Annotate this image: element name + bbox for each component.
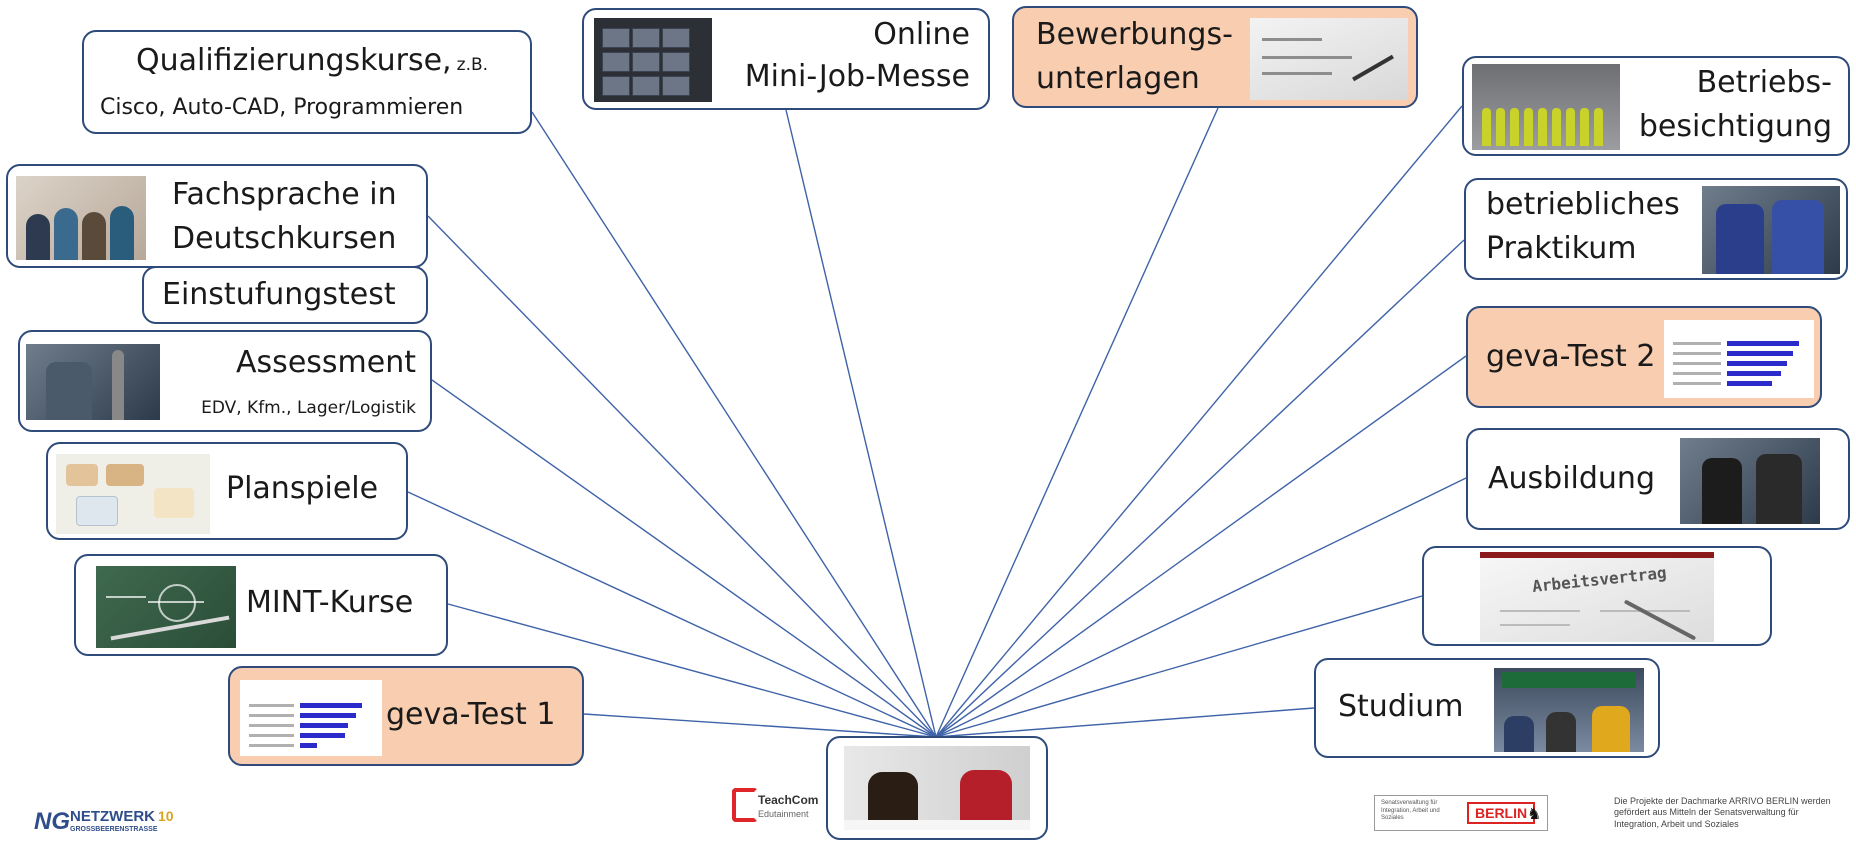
betriebsbesichtigung-line2: besichtigung bbox=[1638, 109, 1832, 144]
line-to-fachsprache bbox=[427, 215, 937, 738]
line-to-ausbildung bbox=[935, 477, 1467, 738]
bewerbungsunterlagen-line2: unterlagen bbox=[1036, 61, 1200, 96]
assessment-subtitle: EDV, Kfm., Lager/Logistik bbox=[201, 398, 416, 418]
senat-berlin-logo: Senatsverwaltung für Integration, Arbeit… bbox=[1374, 795, 1548, 831]
box-online-messe: Online Mini-Job-Messe bbox=[582, 8, 990, 110]
qualifizierungskurse-subtitle: Cisco, Auto-CAD, Programmieren bbox=[100, 95, 464, 120]
box-ausbildung: Ausbildung bbox=[1466, 428, 1850, 530]
box-geva-test-2: geva-Test 2 bbox=[1466, 306, 1822, 408]
praktikum-line2: Praktikum bbox=[1486, 231, 1637, 266]
line-to-geva-test-1 bbox=[583, 713, 937, 738]
box-mint: MINT-Kurse bbox=[74, 554, 448, 656]
group-visit-image bbox=[1472, 64, 1620, 150]
box-betriebsbesichtigung: Betriebs- besichtigung bbox=[1462, 56, 1850, 156]
qualifizierungskurse-title: Qualifizierungskurse, bbox=[136, 43, 452, 78]
teachcom-logo-sub: Edutainment bbox=[758, 809, 809, 819]
netzwerk-logo-sub: GROSSBEERENSTRASSE bbox=[70, 826, 158, 833]
teachcom-logo: TeachCom Edutainment bbox=[732, 788, 818, 830]
counselling-meeting-image bbox=[844, 746, 1030, 830]
line-to-qualifizierungskurse bbox=[531, 111, 937, 738]
line-to-studium bbox=[935, 707, 1315, 738]
betriebsbesichtigung-line1: Betriebs- bbox=[1696, 65, 1832, 100]
einstufungstest-label: Einstufungstest bbox=[162, 277, 396, 312]
mint-label: MINT-Kurse bbox=[246, 585, 414, 620]
senat-logo-city: BERLIN bbox=[1467, 802, 1536, 824]
online-messe-line2: Mini-Job-Messe bbox=[744, 59, 970, 94]
box-assessment: Assessment EDV, Kfm., Lager/Logistik bbox=[18, 330, 432, 432]
chalkboard-image bbox=[96, 566, 236, 648]
geva-chart-image bbox=[240, 680, 382, 756]
line-to-arbeitsvertrag bbox=[935, 595, 1423, 738]
board-game-image bbox=[56, 454, 210, 534]
netzwerk-logo-name: NETZWERK bbox=[70, 808, 155, 825]
geva-test-1-label: geva-Test 1 bbox=[386, 697, 556, 732]
ausbildung-label: Ausbildung bbox=[1488, 461, 1655, 496]
netzwerk-logo-years: 10 bbox=[158, 808, 174, 824]
geva-chart-image bbox=[1664, 320, 1814, 398]
teachcom-logo-title: TeachCom bbox=[758, 793, 819, 807]
box-planspiele: Planspiele bbox=[46, 442, 408, 540]
box-qualifizierungskurse: Qualifizierungskurse, z.B. Cisco, Auto-C… bbox=[82, 30, 532, 134]
praktikum-line1: betriebliches bbox=[1486, 187, 1680, 222]
funding-note: Die Projekte der Dachmarke ARRIVO BERLIN… bbox=[1614, 796, 1831, 829]
fachsprache-line1: Fachsprache in bbox=[172, 177, 397, 212]
assessment-image bbox=[26, 344, 160, 420]
fachsprache-line2: Deutschkursen bbox=[172, 221, 397, 256]
berlin-bear-icon: ♞ bbox=[1527, 804, 1542, 823]
netzwerk-logo-ng: NG bbox=[34, 808, 70, 835]
teachcom-logo-mark bbox=[732, 788, 758, 822]
line-to-mint bbox=[447, 603, 937, 738]
center-hub bbox=[826, 736, 1048, 840]
bewerbungsunterlagen-line1: Bewerbungs- bbox=[1036, 17, 1233, 52]
planspiele-label: Planspiele bbox=[226, 471, 379, 506]
lecture-hall-image bbox=[1494, 668, 1644, 752]
box-fachsprache: Fachsprache in Deutschkursen bbox=[6, 164, 428, 268]
line-to-geva-test-2 bbox=[935, 355, 1467, 738]
qualifizierungskurse-suffix: z.B. bbox=[456, 55, 489, 75]
apprenticeship-image bbox=[1680, 438, 1820, 524]
line-to-online-messe bbox=[785, 109, 937, 738]
box-bewerbungsunterlagen: Bewerbungs- unterlagen bbox=[1012, 6, 1418, 108]
box-praktikum: betriebliches Praktikum bbox=[1464, 178, 1848, 280]
line-to-planspiele bbox=[407, 491, 937, 738]
studium-label: Studium bbox=[1338, 689, 1464, 724]
students-image bbox=[16, 176, 146, 260]
resume-document-image bbox=[1250, 18, 1408, 100]
online-messe-line1: Online bbox=[873, 17, 970, 52]
internship-image bbox=[1702, 186, 1840, 274]
line-to-assessment bbox=[431, 379, 937, 738]
box-einstufungstest: Einstufungstest bbox=[142, 266, 428, 324]
senat-logo-text: Senatsverwaltung für Integration, Arbeit… bbox=[1381, 800, 1440, 821]
geva-test-2-label: geva-Test 2 bbox=[1486, 339, 1656, 374]
line-to-betriebsbesichtigung bbox=[935, 105, 1463, 738]
box-geva-test-1: geva-Test 1 bbox=[228, 666, 584, 766]
arbeitsvertrag-label: Arbeitsvertrag bbox=[1531, 563, 1668, 596]
line-to-bewerbungsunterlagen bbox=[935, 107, 1219, 738]
box-studium: Studium bbox=[1314, 658, 1660, 758]
assessment-title: Assessment bbox=[236, 345, 416, 380]
line-to-praktikum bbox=[935, 239, 1465, 738]
video-call-image bbox=[594, 18, 712, 102]
contract-image: Arbeitsvertrag bbox=[1480, 552, 1714, 642]
box-arbeitsvertrag: Arbeitsvertrag bbox=[1422, 546, 1772, 646]
